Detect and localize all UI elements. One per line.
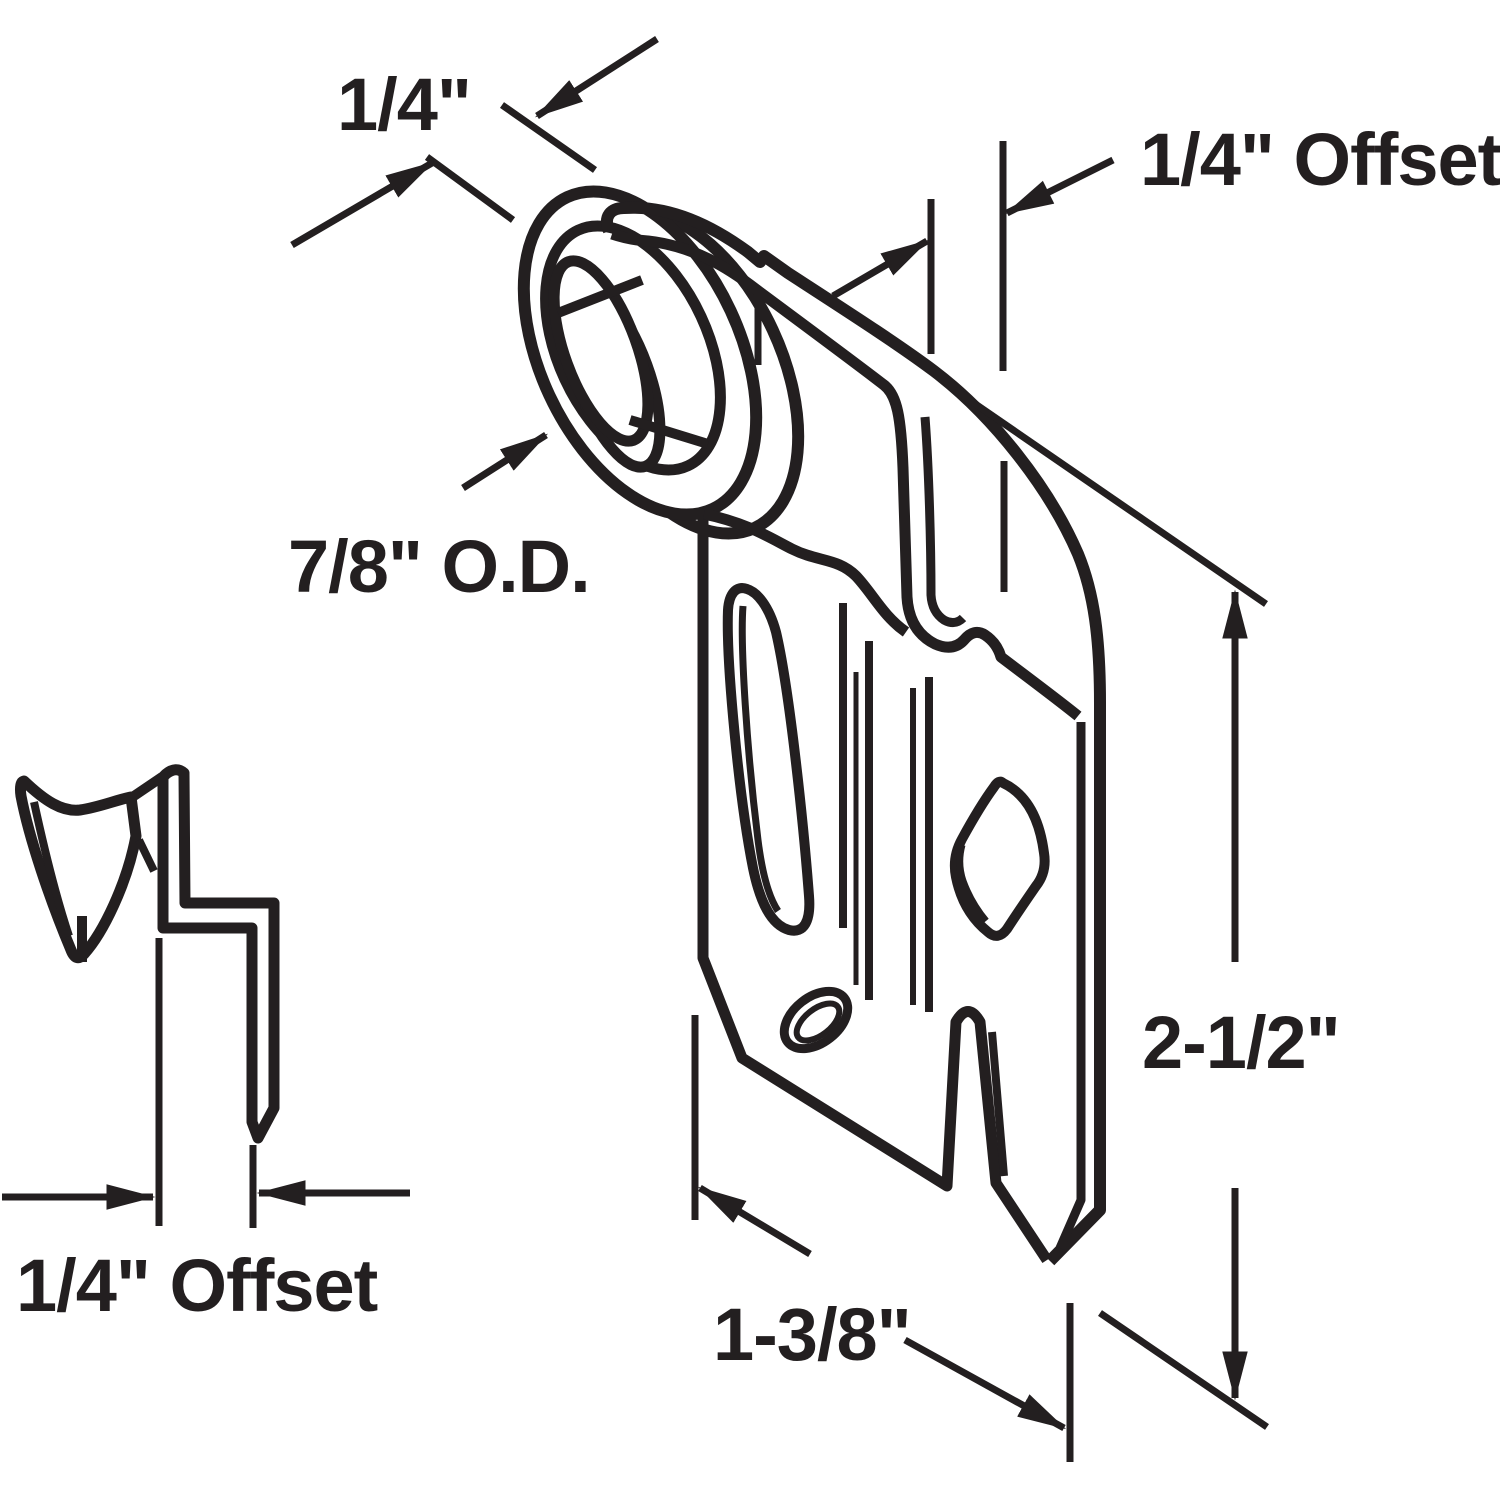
bracket-plate <box>697 508 1086 1264</box>
dim-side-offset: 1/4" Offset <box>2 938 410 1327</box>
dim-wheel-width: 1/4" <box>290 36 659 249</box>
dimension-arrow <box>534 36 659 119</box>
plate-diamond-hole-inner <box>956 844 989 924</box>
profile-wheel-thickness <box>30 801 73 938</box>
arm-inner-edge-and-fold <box>610 228 1082 721</box>
profile-connector-inner <box>135 838 158 873</box>
dim-tick <box>953 387 1268 607</box>
dim-width: 1-3/8" <box>691 1015 1074 1462</box>
dim-tick <box>1098 1310 1269 1430</box>
dim-height: 2-1/2" <box>953 387 1341 1430</box>
dim-tick <box>424 154 516 223</box>
dimension-arrow <box>831 237 930 300</box>
wheel-cone-edge-upper <box>556 275 644 318</box>
plate-top-edge <box>702 508 910 637</box>
dim-top-offset: 1/4" Offset <box>754 118 1500 592</box>
main-view <box>517 185 1106 1266</box>
mounting-arm <box>601 201 1106 1266</box>
plate-round-hole-inner <box>793 1000 843 1044</box>
dim-label-height: 2-1/2" <box>1142 1001 1340 1084</box>
dim-tick <box>499 102 598 173</box>
dim-label-side-offset: 1/4" Offset <box>16 1244 378 1327</box>
profile-strap-offset <box>157 764 280 1144</box>
dim-label-wheel-width: 1/4" <box>337 63 471 146</box>
profile-connector-top <box>128 772 165 803</box>
plate-outline <box>697 514 1052 1264</box>
plate-round-hole <box>779 986 853 1054</box>
dim-label-top-offset: 1/4" Offset <box>1140 118 1500 201</box>
plate-diamond-hole <box>949 776 1050 941</box>
side-profile-view <box>14 764 280 1144</box>
arm-outer-edge <box>601 201 1106 1266</box>
arm-fold-thickness <box>920 416 967 628</box>
dimension-arrow <box>697 1184 812 1258</box>
dim-label-width: 1-3/8" <box>713 1293 911 1376</box>
dim-outer-diameter: 7/8" O.D. <box>288 432 591 608</box>
dimension-arrow <box>461 432 549 491</box>
plate-slot <box>722 583 815 936</box>
plate-notch-thickness <box>988 1031 1008 1177</box>
wheel-cone-edge-lower <box>628 415 710 449</box>
plate-right-edge-inner <box>1055 722 1086 1250</box>
plate-bottom-thickness <box>1001 1193 1047 1255</box>
dimension-arrow <box>1004 156 1115 217</box>
dim-label-outer-diameter: 7/8" O.D. <box>288 525 590 608</box>
roller-wheel <box>517 185 805 540</box>
plate-slot-inner <box>738 605 781 913</box>
dimension-arrow <box>290 159 435 249</box>
dimension-arrow <box>903 1336 1067 1432</box>
